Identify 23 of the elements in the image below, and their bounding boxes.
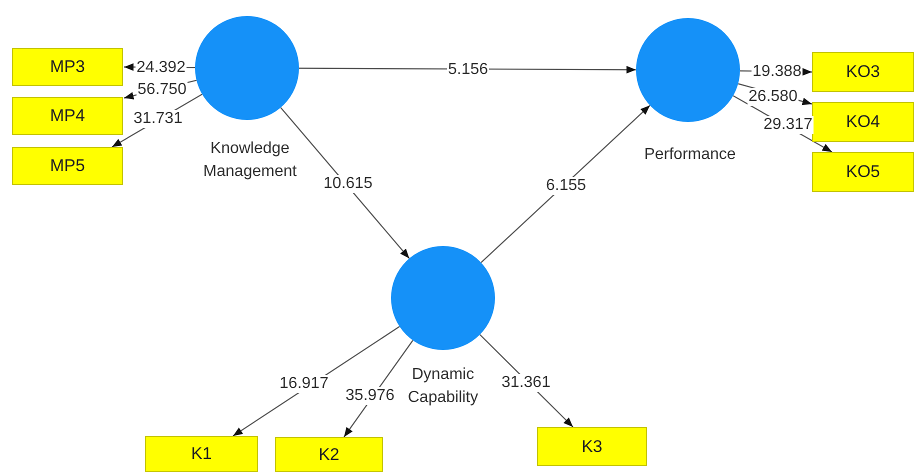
edge-label: 29.317 <box>762 116 814 134</box>
indicator-box: K1 <box>145 436 258 472</box>
indicator-box: KO3 <box>812 52 914 92</box>
indicator-box: KO4 <box>812 102 914 142</box>
indicator-box: MP4 <box>12 97 123 135</box>
arrow <box>280 107 410 259</box>
edge-label: 16.917 <box>278 375 330 393</box>
indicator-box: KO5 <box>812 152 914 192</box>
variable-label: Knowledge Management <box>202 139 298 182</box>
indicator-box: MP3 <box>12 48 123 86</box>
edge-label: 35.976 <box>344 387 396 405</box>
edge-label: 31.361 <box>500 374 552 392</box>
variable-label: Dynamic Capability <box>406 365 480 408</box>
edge-label: 31.731 <box>132 110 184 128</box>
edge-label: 6.155 <box>544 177 588 195</box>
variable-label: Performance <box>643 145 737 165</box>
edge-label: 26.580 <box>748 88 798 106</box>
edge-label: 10.615 <box>322 175 374 193</box>
edge-label: 56.750 <box>136 81 188 99</box>
indicator-box: MP5 <box>12 147 123 185</box>
indicator-box: K2 <box>275 437 383 472</box>
indicator-box: K3 <box>537 427 647 466</box>
arrow <box>480 104 650 264</box>
